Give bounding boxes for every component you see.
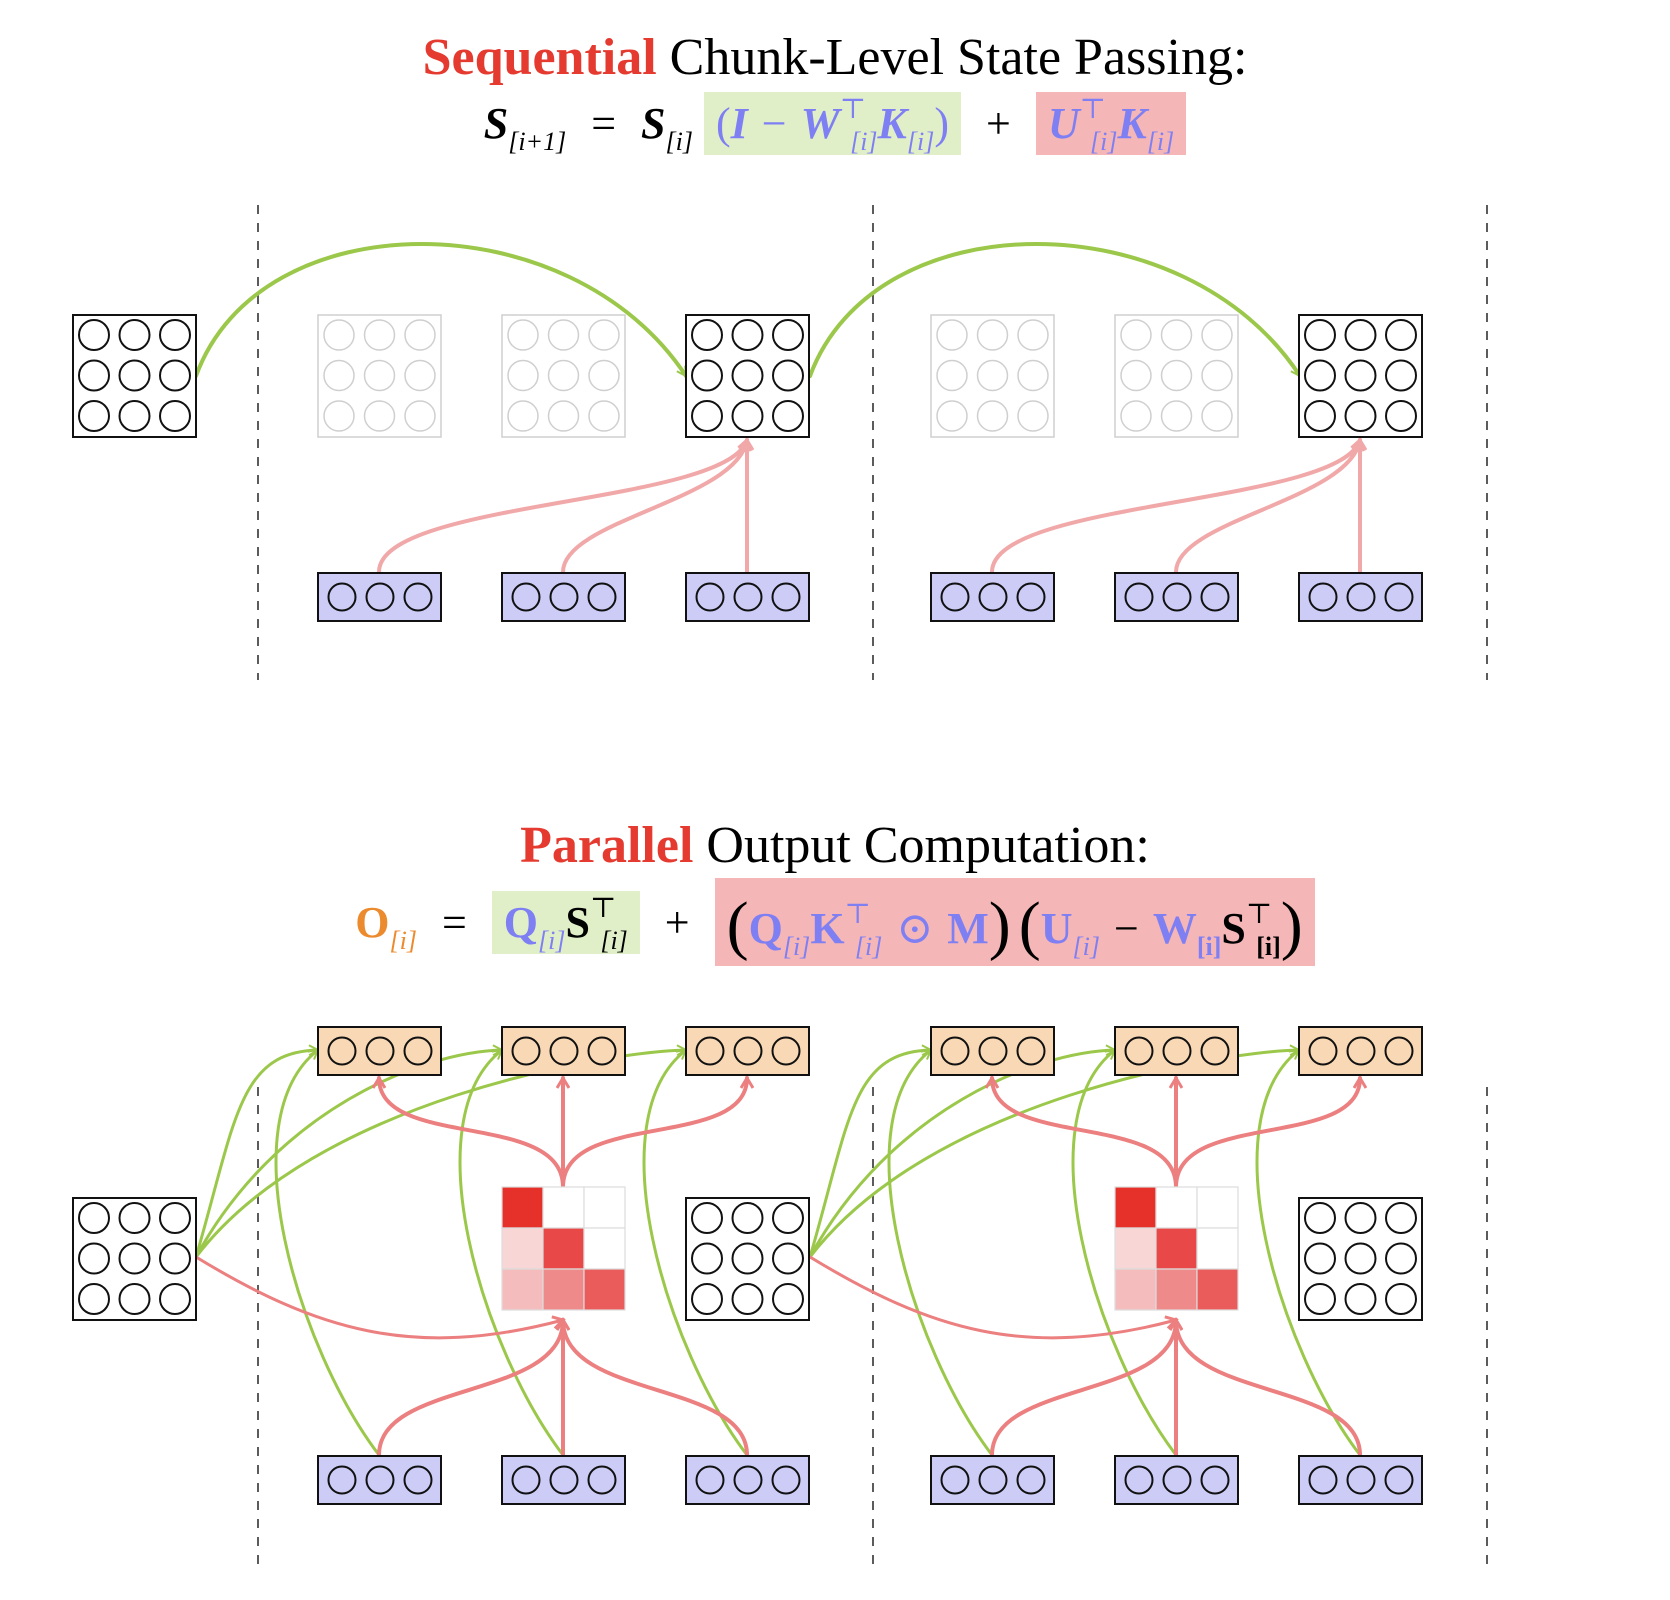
query-state-arrow xyxy=(194,1050,686,1259)
query-output-arrow xyxy=(274,1048,381,1457)
query-output-arrow xyxy=(458,1048,565,1457)
state-matrix xyxy=(72,314,197,438)
kv-arrow xyxy=(990,440,1360,574)
state-pass-arrow xyxy=(808,242,1302,378)
kv-arrow xyxy=(377,440,747,574)
input-mask-arrow xyxy=(1176,1320,1362,1457)
query-output-arrow xyxy=(1255,1048,1362,1457)
top-title-highlight: Sequential xyxy=(422,29,657,86)
input-mask-arrow xyxy=(563,1320,749,1457)
state-matrix xyxy=(72,1197,197,1321)
state-matrix xyxy=(1298,1197,1423,1321)
state-matrix xyxy=(685,314,810,438)
top-eq-update-term: U⊤[i]K[i] xyxy=(1035,92,1187,156)
input-vector xyxy=(1298,1455,1423,1505)
input-vector xyxy=(317,572,442,622)
top-eq-lhs: S[i+1] xyxy=(483,99,567,156)
query-state-arrow xyxy=(808,1050,1299,1259)
mask-output-arrow xyxy=(1174,1078,1360,1189)
input-vector xyxy=(317,1455,442,1505)
query-output-arrow xyxy=(1071,1048,1178,1457)
kv-arrow xyxy=(1174,440,1360,574)
output-vector xyxy=(1298,1026,1423,1076)
input-vector xyxy=(930,1455,1055,1505)
top-eq-decay-term: (I−W⊤[i]K[i]) xyxy=(704,92,962,156)
top-equation: S[i+1] = S[i] (I−W⊤[i]K[i]) + U⊤[i]K[i] xyxy=(0,92,1670,156)
bottom-title-rest: Output Computation: xyxy=(693,817,1150,874)
mask-output-arrow xyxy=(379,1078,565,1189)
query-state-arrow xyxy=(194,1050,502,1259)
input-vector xyxy=(501,1455,626,1505)
bottom-title-highlight: Parallel xyxy=(520,817,694,874)
mask-output-arrow xyxy=(561,1078,747,1189)
input-vector xyxy=(1298,572,1423,622)
output-vector xyxy=(1114,1026,1239,1076)
bottom-title: Parallel Output Computation: xyxy=(0,816,1670,876)
state-matrix-faded xyxy=(501,314,626,438)
bottom-eq-intra-term: (Q[i]K⊤[i]⊙M)(U[i]−W[i]S⊤[i]) xyxy=(714,878,1315,966)
state-mask-arrow xyxy=(808,1255,1176,1340)
attention-mask xyxy=(1114,1186,1239,1311)
input-mask-arrow xyxy=(990,1320,1176,1457)
state-matrix xyxy=(685,1197,810,1321)
input-vector xyxy=(685,572,810,622)
state-matrix-faded xyxy=(317,314,442,438)
state-matrix-faded xyxy=(1114,314,1239,438)
state-matrix-faded xyxy=(930,314,1055,438)
output-vector xyxy=(501,1026,626,1076)
input-mask-arrow xyxy=(377,1320,563,1457)
top-title: Sequential Chunk-Level State Passing: xyxy=(0,28,1670,88)
input-vector xyxy=(1114,1455,1239,1505)
bottom-eq-equals: = xyxy=(441,897,467,947)
bottom-eq-lhs: O[i] xyxy=(355,897,417,955)
query-output-arrow xyxy=(642,1048,749,1457)
bottom-eq-inter-term: Q[i]S⊤[i] xyxy=(491,890,640,955)
top-title-rest: Chunk-Level State Passing: xyxy=(656,29,1248,86)
query-state-arrow xyxy=(194,1050,318,1259)
state-mask-arrow xyxy=(194,1255,563,1340)
output-vector xyxy=(317,1026,442,1076)
query-state-arrow xyxy=(808,1050,931,1259)
bottom-equation: O[i] = Q[i]S⊤[i] + (Q[i]K⊤[i]⊙M)(U[i]−W[… xyxy=(0,878,1670,966)
input-vector xyxy=(685,1455,810,1505)
attention-mask xyxy=(501,1186,626,1311)
query-state-arrow xyxy=(808,1050,1115,1259)
input-vector xyxy=(1114,572,1239,622)
output-vector xyxy=(930,1026,1055,1076)
mask-output-arrow xyxy=(992,1078,1178,1189)
query-output-arrow xyxy=(887,1048,994,1457)
top-eq-equals: = xyxy=(591,99,617,148)
input-vector xyxy=(930,572,1055,622)
top-eq-plus: + xyxy=(986,99,1011,148)
top-eq-state: S[i] xyxy=(641,99,693,156)
state-matrix xyxy=(1298,314,1423,438)
state-pass-arrow xyxy=(194,242,688,378)
bottom-eq-plus: + xyxy=(664,897,690,947)
kv-arrow xyxy=(561,440,747,574)
input-vector xyxy=(501,572,626,622)
output-vector xyxy=(685,1026,810,1076)
